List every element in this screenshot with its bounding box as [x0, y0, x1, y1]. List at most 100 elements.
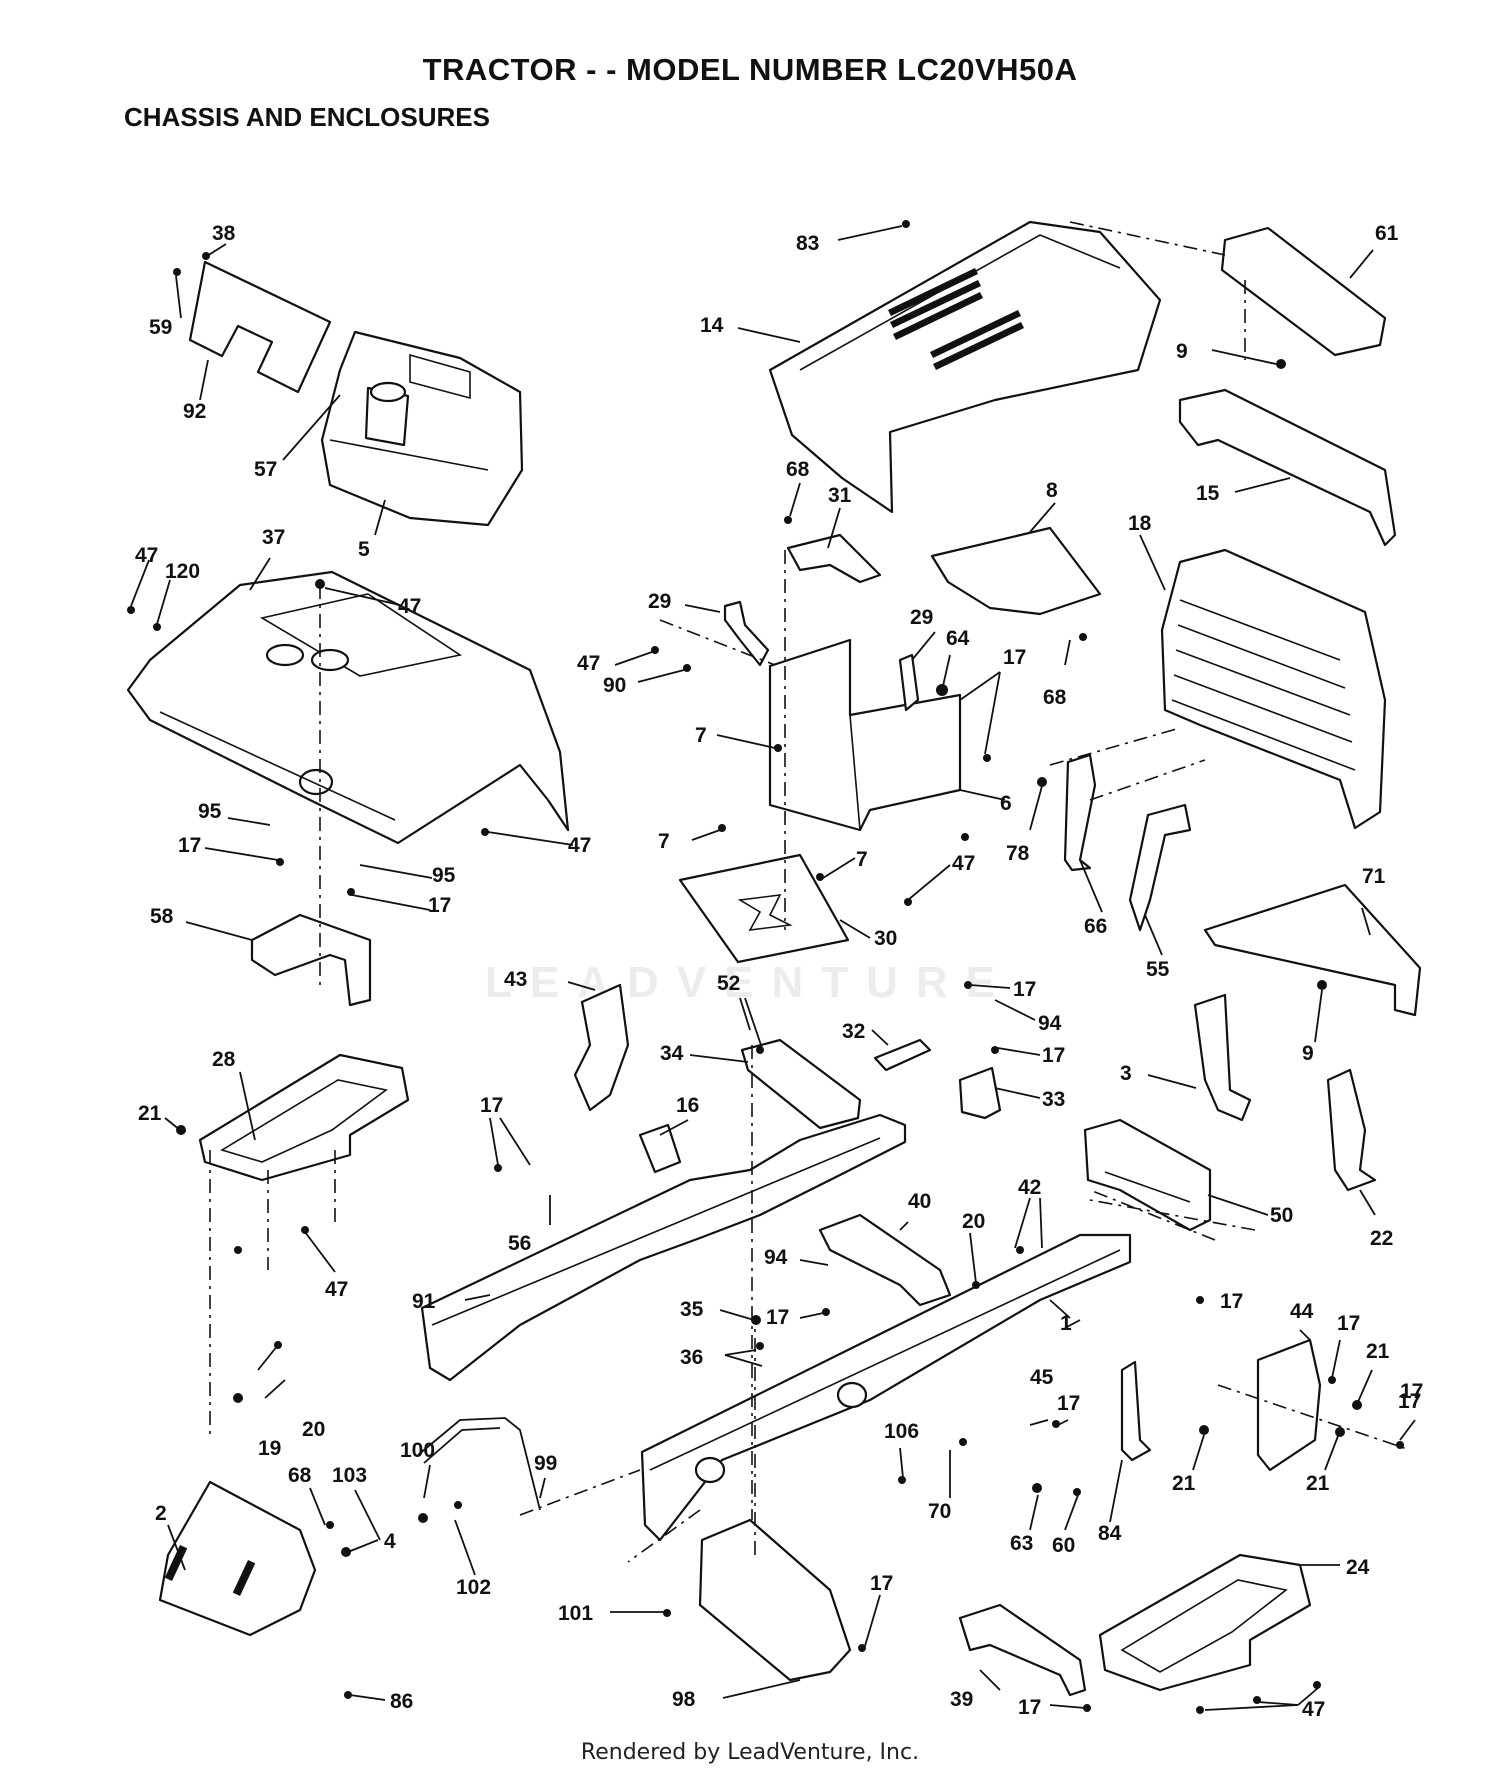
callout-label: 15 [1196, 482, 1220, 505]
callout-label: 17 [178, 834, 201, 857]
callout-label: 5 [358, 538, 370, 561]
part-37-dash-panel [126, 570, 570, 845]
callout-label: 29 [648, 590, 671, 613]
callout-label: 19 [258, 1437, 281, 1460]
callout-label: 30 [874, 927, 897, 950]
callout-label: 24 [1346, 1556, 1370, 1579]
callout-label: 9 [1176, 340, 1188, 363]
callout-label: 71 [1362, 865, 1386, 888]
part-99-rod [417, 1417, 541, 1511]
callout-label: 101 [558, 1602, 593, 1625]
callout-label: 7 [695, 724, 707, 747]
callout-label: 50 [1270, 1204, 1293, 1227]
callout-label: 47 [952, 852, 975, 875]
callout-label: 70 [928, 1500, 951, 1523]
assembly-lines [209, 221, 1411, 1563]
callout-label: 38 [212, 222, 236, 245]
callout-label: 2 [155, 1502, 167, 1525]
callout-label: 21 [138, 1102, 162, 1125]
callout-label: 3 [1120, 1062, 1132, 1085]
callout-label: 21 [1306, 1472, 1330, 1495]
part-43-bracket [573, 983, 630, 1112]
callout-label: 83 [796, 232, 819, 255]
callout-label: 100 [400, 1439, 435, 1462]
part-98-shield [698, 1518, 852, 1682]
callout-label: 16 [676, 1094, 699, 1117]
part-2-holes [164, 1544, 256, 1597]
callout-label: 6 [1000, 792, 1012, 815]
section-title: CHASSIS AND ENCLOSURES [124, 102, 490, 132]
part-5-fuel-tank [320, 330, 524, 527]
callout-label: 57 [254, 458, 277, 481]
part-58-bracket [250, 913, 372, 1007]
callout-label: 47 [135, 544, 158, 567]
callout-label: 60 [1052, 1534, 1075, 1557]
callout-label: 21 [1172, 1472, 1196, 1495]
part-32-bracket [873, 1038, 932, 1072]
callout-label: 92 [183, 400, 206, 423]
callout-label: 68 [288, 1464, 312, 1487]
callout-label: 7 [658, 830, 670, 853]
part-18-grille [1160, 548, 1387, 830]
callout-label: 58 [150, 905, 174, 928]
callout-label: 90 [603, 674, 626, 697]
callout-label: 103 [332, 1464, 367, 1487]
part-91-frame-rail [420, 1113, 907, 1382]
callout-label: 17 [428, 894, 451, 917]
callout-label: 39 [950, 1688, 973, 1711]
callout-label: 47 [577, 652, 600, 675]
callout-label: 42 [1018, 1176, 1041, 1199]
callout-label: 40 [908, 1190, 931, 1213]
callout-label: 14 [700, 314, 724, 337]
part-22-bracket [1326, 1068, 1377, 1192]
part-71-bumper [1203, 883, 1422, 1017]
callout-label: 17 [1003, 646, 1026, 669]
callout-label: 4 [384, 1530, 396, 1553]
part-2-plate [158, 1480, 317, 1637]
part-29-brace-right [898, 653, 920, 712]
part-28-footrest [198, 1053, 410, 1182]
callout-label: 20 [962, 1210, 985, 1233]
callout-label: 17 [1398, 1390, 1421, 1413]
callout-label: 17 [1057, 1392, 1080, 1415]
callout-label: 29 [910, 606, 933, 629]
part-15-grille-screen [1178, 388, 1397, 547]
callout-label: 17 [1220, 1290, 1243, 1313]
callout-label: 95 [432, 864, 456, 887]
part-66-bracket [1063, 753, 1097, 872]
part-16-bushing [638, 1123, 682, 1174]
callout-label: 59 [149, 316, 172, 339]
callout-label: 66 [1084, 915, 1107, 938]
part-55-bracket [1128, 803, 1192, 932]
part-29-brace [723, 600, 770, 667]
callout-label: 56 [508, 1232, 531, 1255]
part-30-floor-plate [678, 853, 850, 964]
callout-label: 32 [842, 1020, 865, 1043]
footer-credit: Rendered by LeadVenture, Inc. [580, 1740, 920, 1765]
part-44-bracket [1256, 1338, 1322, 1472]
callout-label: 17 [766, 1306, 789, 1329]
callout-label: 37 [262, 526, 285, 549]
callout-label: 47 [325, 1278, 348, 1301]
part-31-bracket [786, 533, 882, 584]
callout-label: 18 [1128, 512, 1152, 535]
part-3-bracket [1193, 993, 1252, 1122]
callout-label: 22 [1370, 1227, 1393, 1250]
callout-label: 61 [1375, 222, 1399, 245]
callout-label: 99 [534, 1452, 557, 1475]
callout-label: 31 [828, 484, 852, 507]
part-92-bracket [188, 260, 332, 394]
callout-label: 7 [856, 848, 868, 871]
callouts: 38 59 92 57 5 83 14 61 9 15 47 120 37 47… [135, 222, 1423, 1721]
part-50-bracket [1083, 1118, 1212, 1232]
callout-label: 47 [568, 834, 591, 857]
part-34-plate [740, 1038, 862, 1130]
callout-label: 91 [412, 1290, 436, 1313]
part-24-footrest [1098, 1553, 1312, 1692]
callout-label: 17 [1042, 1044, 1065, 1067]
part-84-bracket [1120, 1360, 1152, 1462]
callout-label: 17 [480, 1094, 503, 1117]
part-1-frame-rail [640, 1233, 1132, 1542]
callout-label: 35 [680, 1298, 704, 1321]
